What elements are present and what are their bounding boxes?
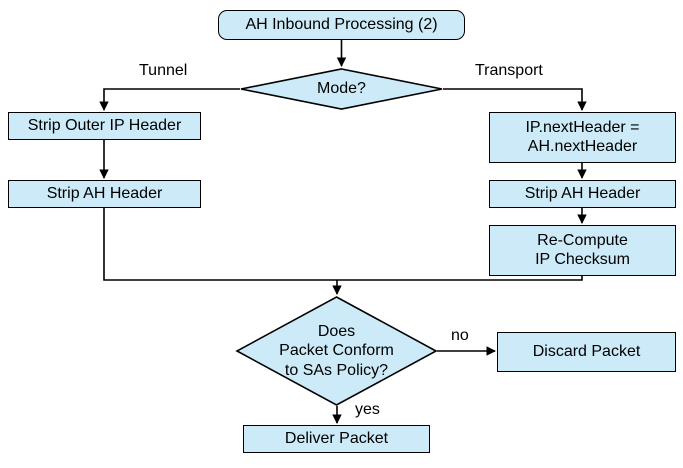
node-ip-nextheader-assignment[interactable]: IP.nextHeader = AH.nextHeader	[489, 112, 676, 163]
node-strip-ah-header-tunnel[interactable]: Strip AH Header	[8, 180, 201, 208]
node-mode-decision[interactable]: Mode?	[240, 68, 443, 110]
node-deliver-packet[interactable]: Deliver Packet	[243, 425, 430, 453]
node-strip-ah-header-transport[interactable]: Strip AH Header	[489, 180, 676, 208]
diamond-shape	[235, 296, 438, 406]
node-start[interactable]: AH Inbound Processing (2)	[218, 10, 465, 40]
diamond-shape	[240, 68, 443, 110]
node-strip-outer-ip-header[interactable]: Strip Outer IP Header	[8, 112, 201, 140]
edge-mode-transport	[443, 88, 587, 111]
node-conform-decision[interactable]: Does Packet Conform to SAs Policy?	[235, 296, 438, 406]
edge-label-tunnel: Tunnel	[139, 62, 188, 79]
edge-right-to-merge	[337, 276, 583, 281]
edge-left-to-merge	[103, 208, 337, 281]
edge-label-no: no	[451, 327, 469, 344]
edge-label-transport: Transport	[475, 62, 543, 79]
edge-mode-tunnel	[99, 88, 240, 111]
node-recompute-ip-checksum[interactable]: Re-Compute IP Checksum	[489, 225, 676, 276]
edge-label-yes: yes	[355, 401, 380, 418]
node-discard-packet[interactable]: Discard Packet	[497, 332, 676, 372]
